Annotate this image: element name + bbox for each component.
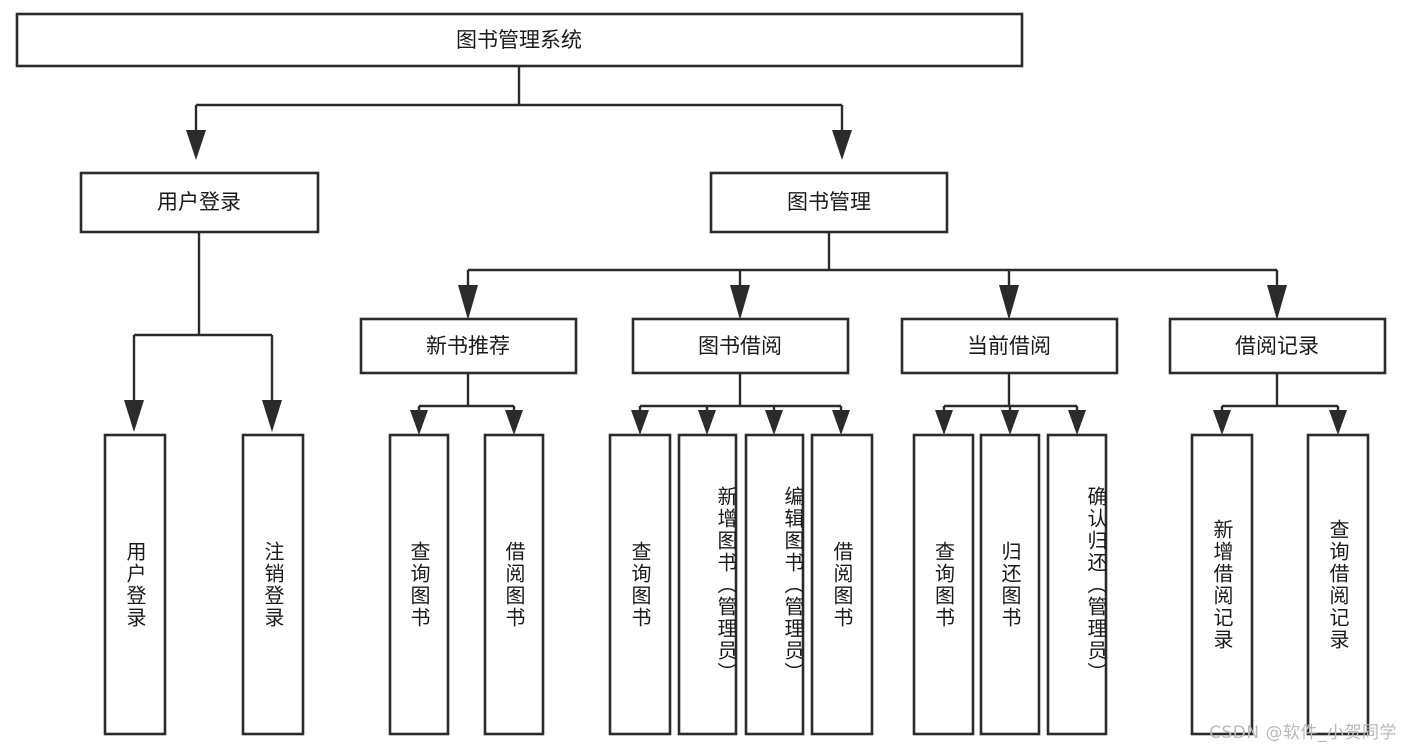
leaf-box-query-record[interactable] <box>1306 433 1370 736</box>
node-borrow-record-label: 借阅记录 <box>1235 334 1319 358</box>
arrow-head-icon <box>1068 410 1086 435</box>
arrow-head-icon <box>999 285 1019 320</box>
node-book-borrow[interactable]: 图书借阅 <box>631 317 850 375</box>
leaf-box-user-logout[interactable] <box>241 433 305 736</box>
arrow-head-icon <box>262 400 282 432</box>
connector-newbook-to-leaves <box>410 373 523 435</box>
arrow-head-icon <box>832 410 850 435</box>
node-user-login[interactable]: 用户登录 <box>79 171 320 234</box>
node-borrow-record[interactable]: 借阅记录 <box>1168 317 1387 375</box>
arrow-head-icon <box>186 130 206 160</box>
node-new-book-recommend-label: 新书推荐 <box>426 334 510 358</box>
leaf-box-add-book[interactable] <box>677 433 738 736</box>
leaf-box-query-book-3[interactable] <box>912 433 975 736</box>
leaf-boxes <box>103 433 1370 736</box>
leaf-box-confirm-return[interactable] <box>1046 433 1108 736</box>
arrow-head-icon <box>1329 410 1347 435</box>
arrow-head-icon <box>1001 410 1019 435</box>
arrow-head-icon <box>124 400 144 432</box>
node-current-borrow[interactable]: 当前借阅 <box>900 317 1119 375</box>
node-new-book-recommend[interactable]: 新书推荐 <box>359 317 578 375</box>
node-root-label: 图书管理系统 <box>456 28 582 52</box>
arrow-head-icon <box>1267 285 1287 320</box>
csdn-watermark: CSDN @软件_小贺同学 <box>1209 723 1397 743</box>
arrow-head-icon <box>832 130 852 160</box>
leaf-box-query-book-1[interactable] <box>388 433 450 736</box>
connector-bookmgmt-to-level2 <box>458 232 1287 320</box>
connector-bookborrow-to-leaves <box>631 373 850 435</box>
arrow-head-icon <box>1213 410 1231 435</box>
connector-root-to-level1 <box>186 66 852 160</box>
connector-userlogin-to-leaves <box>124 232 282 432</box>
arrow-head-icon <box>935 410 953 435</box>
node-book-management-label: 图书管理 <box>787 190 871 214</box>
leaf-box-edit-book[interactable] <box>744 433 805 736</box>
leaf-box-add-record[interactable] <box>1190 433 1254 736</box>
arrow-head-icon <box>410 410 428 435</box>
arrow-head-icon <box>505 410 523 435</box>
node-user-login-label: 用户登录 <box>157 190 241 214</box>
connector-currentborrow-to-leaves <box>935 373 1086 435</box>
arrow-head-icon <box>631 410 649 435</box>
node-root[interactable]: 图书管理系统 <box>15 12 1024 68</box>
node-book-borrow-label: 图书借阅 <box>698 334 782 358</box>
leaf-box-query-book-2[interactable] <box>608 433 672 736</box>
leaf-box-borrow-book-1[interactable] <box>483 433 545 736</box>
arrow-head-icon <box>698 410 716 435</box>
connector-borrowrecord-to-leaves <box>1213 373 1347 435</box>
leaf-box-user-login[interactable] <box>103 433 167 736</box>
arrow-head-icon <box>730 285 750 320</box>
node-current-borrow-label: 当前借阅 <box>967 334 1051 358</box>
node-book-management[interactable]: 图书管理 <box>709 171 949 234</box>
arrow-head-icon <box>458 285 478 320</box>
leaf-box-return-book[interactable] <box>979 433 1041 736</box>
arrow-head-icon <box>765 410 783 435</box>
leaf-box-borrow-book-2[interactable] <box>810 433 874 736</box>
